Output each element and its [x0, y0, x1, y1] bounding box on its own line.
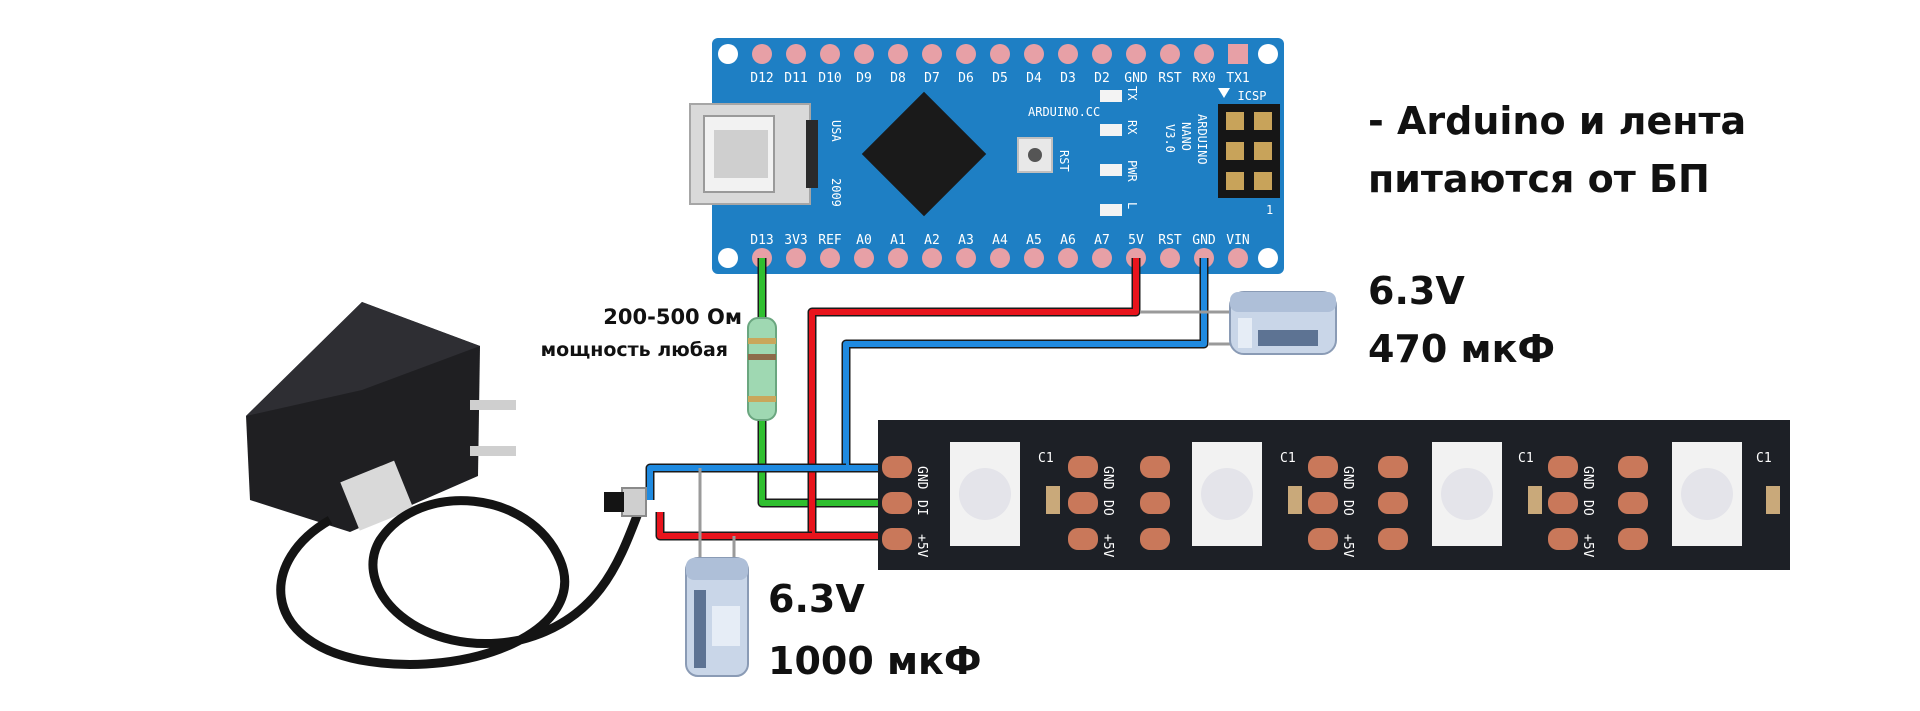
board-name-line2: NANO: [1179, 122, 1193, 151]
strip-pads-2: [1308, 456, 1408, 550]
capacitor-1000uf: [685, 557, 749, 677]
pin-label-d9: D9: [856, 71, 872, 86]
cap-1000-voltage: 6.3V: [768, 577, 865, 621]
year-label: 2009: [829, 178, 843, 207]
icsp-label: ICSP: [1238, 89, 1267, 103]
strip-led-2: [1192, 442, 1302, 546]
led-l: [1100, 204, 1122, 216]
board-name-line1: ARDUINO: [1195, 114, 1209, 165]
strip-in-di: DI: [914, 500, 929, 516]
wire-psu-red: [655, 512, 812, 541]
wire-psu-blue: [645, 463, 846, 500]
board-name-line3: V3.0: [1163, 124, 1177, 153]
pin-label-a6: A6: [1060, 233, 1076, 248]
led-pwr-label: PWR: [1125, 160, 1139, 182]
pin-label-3v3: 3V3: [784, 233, 807, 248]
strip-out-5v-2: +5V: [1340, 534, 1355, 558]
strip-led-4: [1672, 442, 1780, 546]
reset-button: [1017, 137, 1053, 173]
pin-label-d11: D11: [784, 71, 807, 86]
usb-connector: [689, 103, 818, 205]
strip-out-do-2: DO: [1340, 500, 1355, 516]
strip-in-5v: +5V: [914, 534, 929, 558]
pin-label-d13: D13: [750, 233, 773, 248]
led-rx-label: RX: [1125, 120, 1139, 135]
cap-470-capacity: 470 мкФ: [1368, 327, 1555, 371]
note-line-1: - Arduino и лента: [1368, 99, 1746, 143]
strip-out-5v-3: +5V: [1580, 534, 1595, 558]
strip-out-gnd-2: GND: [1340, 466, 1355, 490]
pin-label-rst-top: RST: [1158, 71, 1182, 86]
strip-out-5v-1: +5V: [1100, 534, 1115, 558]
pin-label-vin: VIN: [1226, 233, 1249, 248]
led-tx-label: TX: [1125, 86, 1139, 101]
pin-label-d6: D6: [958, 71, 974, 86]
strip-out-do-1: DO: [1100, 500, 1115, 516]
led-tx: [1100, 90, 1122, 102]
pin-label-d10: D10: [818, 71, 841, 86]
rst-button-label: RST: [1057, 150, 1071, 172]
arrow-marker: [1218, 88, 1230, 98]
pin-label-a3: A3: [958, 233, 974, 248]
pin-label-d12: D12: [750, 71, 773, 86]
icsp-pin1-label: 1: [1266, 203, 1273, 217]
led-l-label: L: [1125, 202, 1139, 209]
pin-label-a0: A0: [856, 233, 872, 248]
cap-1000-capacity: 1000 мкФ: [768, 639, 982, 683]
strip-led-1: [950, 442, 1060, 546]
led-pwr: [1100, 164, 1122, 176]
pin-label-d8: D8: [890, 71, 906, 86]
strip-c1-1: C1: [1038, 451, 1054, 466]
mcu-chip: [861, 91, 987, 217]
pin-label-gnd-bottom: GND: [1192, 233, 1216, 248]
pin-label-a4: A4: [992, 233, 1008, 248]
strip-c1-4: C1: [1756, 451, 1772, 466]
top-pin-row: [718, 44, 1278, 64]
strip-led-3: [1432, 442, 1542, 546]
pin-label-d4: D4: [1026, 71, 1042, 86]
pin-label-a2: A2: [924, 233, 940, 248]
power-adapter: [246, 302, 647, 669]
strip-pads-3: [1548, 456, 1648, 550]
strip-out-gnd-1: GND: [1100, 466, 1115, 490]
usa-label: USA: [829, 120, 843, 142]
note-line-2: питаются от БП: [1368, 157, 1710, 201]
capacitor-470uf: [1229, 291, 1337, 355]
strip-out-do-3: DO: [1580, 500, 1595, 516]
pin-label-tx1: TX1: [1226, 71, 1249, 86]
pin-label-ref: REF: [818, 233, 842, 248]
pin-label-a1: A1: [890, 233, 906, 248]
resistor-value-label: 200-500 Ом: [603, 305, 742, 329]
resistor: [747, 317, 777, 421]
strip-c1-3: C1: [1518, 451, 1534, 466]
arduino-nano-board: D12 D11 D10 D9 D8 D7 D6 D5 D4 D3 D2 GND …: [689, 38, 1284, 274]
wires: [645, 258, 1232, 560]
bottom-pin-row: [718, 248, 1278, 268]
pin-label-rx0: RX0: [1192, 71, 1215, 86]
icsp-header: [1218, 104, 1280, 198]
strip-c1-2: C1: [1280, 451, 1296, 466]
bottom-pin-labels: D13 3V3 REF A0 A1 A2 A3 A4 A5 A6 A7 5V R…: [750, 233, 1249, 248]
led-rx: [1100, 124, 1122, 136]
pin-label-d2: D2: [1094, 71, 1110, 86]
pin-label-d7: D7: [924, 71, 940, 86]
top-pin-labels: D12 D11 D10 D9 D8 D7 D6 D5 D4 D3 D2 GND …: [750, 71, 1249, 86]
pin-label-rst-bottom: RST: [1158, 233, 1182, 248]
pin-label-d5: D5: [992, 71, 1008, 86]
strip-in-gnd: GND: [914, 466, 929, 490]
pin-label-gnd-top: GND: [1124, 71, 1148, 86]
site-label: ARDUINO.CC: [1028, 105, 1100, 119]
strip-pads-1: [1068, 456, 1170, 550]
pin-label-a7: A7: [1094, 233, 1110, 248]
cap-470-voltage: 6.3V: [1368, 269, 1465, 313]
pin-label-5v: 5V: [1128, 233, 1144, 248]
pin-label-d3: D3: [1060, 71, 1076, 86]
resistor-power-label: мощность любая: [541, 339, 728, 361]
strip-out-gnd-3: GND: [1580, 466, 1595, 490]
pin-label-a5: A5: [1026, 233, 1042, 248]
